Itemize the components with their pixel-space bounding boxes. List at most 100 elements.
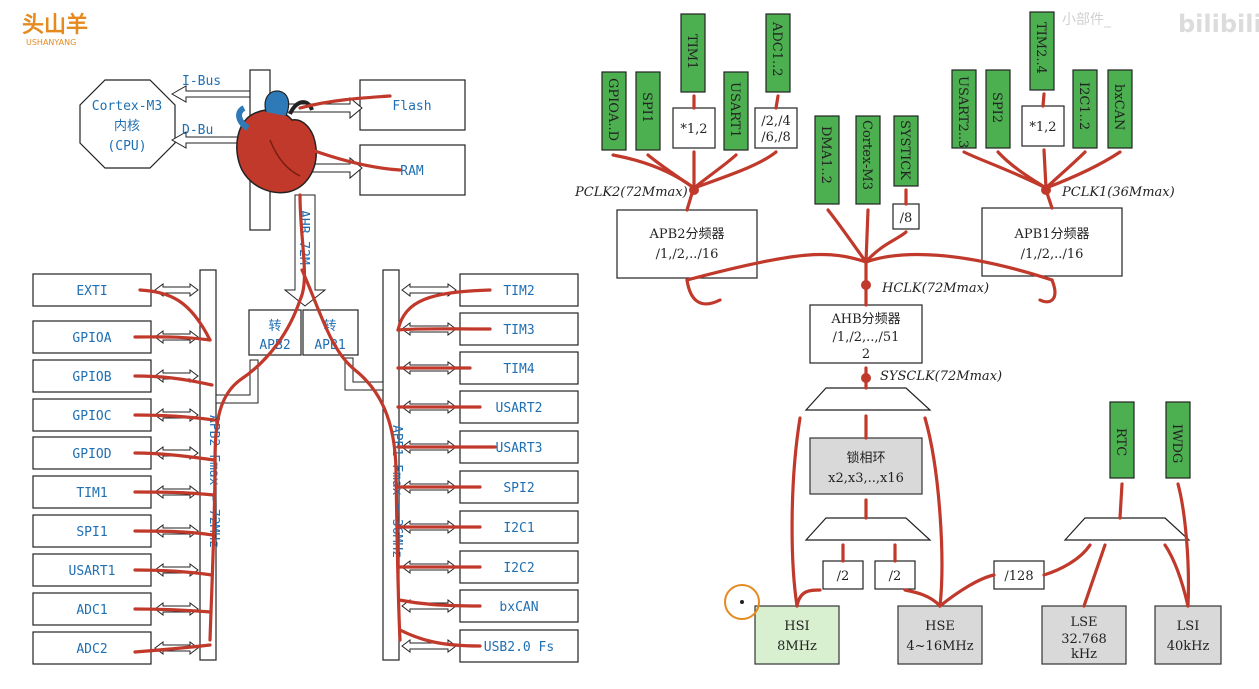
periph-label-gpioc: GPIOC [72, 409, 111, 424]
out-label-usart1: USART1 [727, 82, 742, 138]
out-label-rtc: RTC [1113, 428, 1128, 456]
apb2-link [215, 359, 259, 404]
out-label-cortex: Cortex-M3 [859, 120, 874, 190]
out-label-gpioa-d: GPIOA..D [605, 78, 620, 141]
pll-source-mux [804, 517, 932, 541]
systick-div-label: /8 [900, 211, 913, 226]
periph-box-gpioa [32, 320, 152, 354]
out-label-spi2: SPI2 [989, 92, 1004, 123]
pll-box [809, 437, 923, 495]
adc-div-label-2: /6,/8 [761, 130, 790, 145]
out-label-usart2-3: USART2..3 [955, 76, 970, 148]
adc-div-box [754, 107, 798, 149]
hse-box [897, 605, 983, 665]
periph-label-tim1: TIM1 [76, 486, 107, 501]
periph-label-gpiob: GPIOB [72, 370, 111, 385]
periph-label-bxcan: bxCAN [499, 600, 538, 615]
ram-label: RAM [400, 164, 424, 179]
heart-icon [236, 90, 317, 194]
apb2-mul-label: *1,2 [680, 122, 707, 137]
apb1-divider-vals: /1,/2,../16 [1021, 247, 1084, 262]
apb1-link [344, 357, 384, 391]
hse-name: HSE [925, 619, 955, 634]
apb1-output-group: USART2..3 SPI2 TIM2..4 I2C1..2 bxCAN [951, 11, 1133, 149]
periph-label-usart1: USART1 [69, 564, 116, 579]
flash-label: Flash [392, 99, 431, 114]
apb2-mul-box [672, 107, 716, 149]
out-label-iwdg: IWDG [1169, 424, 1184, 463]
periph-label-exti: EXTI [76, 284, 107, 299]
apb1-bridge-box [302, 309, 359, 356]
hsi-box [754, 605, 840, 665]
apb1-divider-box [981, 207, 1123, 277]
periph-box-usart1 [32, 553, 152, 587]
apb1-mul-label: *1,2 [1029, 120, 1056, 135]
out-gpioa-d [601, 71, 627, 151]
rtc-mux [1063, 517, 1191, 541]
cursor-highlight [724, 584, 760, 620]
periph-box-adc1 [32, 592, 152, 626]
out-systick [893, 115, 919, 187]
left-red-lines [133, 193, 497, 654]
periph-box-spi1 [32, 514, 152, 548]
apb1-bus-bar [382, 269, 400, 661]
apb1-mul-box [1021, 105, 1065, 147]
periph-label-tim2: TIM2 [503, 284, 534, 299]
periph-box-gpioc [32, 398, 152, 432]
out-label-spi1: SPI1 [639, 92, 654, 123]
periph-label-usart3: USART3 [496, 441, 543, 456]
apb1-divider-title: APB1分频器 [1014, 227, 1090, 242]
out-label-i2c1-2: I2C1..2 [1076, 82, 1091, 130]
periph-label-i2c2: I2C2 [503, 561, 534, 576]
apb2-output-group: GPIOA..D SPI1 TIM1 USART1 ADC1..2 [601, 13, 791, 151]
adc-div-label-1: /2,/4 [761, 114, 790, 129]
cpu-core-octagon [79, 79, 176, 169]
lsi-box [1154, 605, 1222, 665]
ram-box [359, 144, 466, 196]
periph-label-i2c1: I2C1 [503, 521, 534, 536]
out-label-dma: DMA1..2 [818, 126, 833, 184]
lse-box [1041, 605, 1127, 665]
out-rtc [1109, 401, 1135, 479]
out-tim2-4 [1029, 11, 1055, 91]
out-usart1 [723, 71, 749, 151]
apb2-peripheral-list: EXTI GPIOA GPIOB GPIOC GPIOD TIM1 SPI1 U… [32, 273, 152, 665]
apb1-bridge-label-2: APB1 [314, 338, 345, 353]
periph-label-spi1: SPI1 [76, 525, 107, 540]
out-label-tim1: TIM1 [684, 34, 699, 69]
periph-box-exti [32, 273, 152, 307]
cpu-label-3: (CPU) [107, 139, 146, 154]
ahb-divider-box [809, 304, 923, 364]
hse-freq: 4~16MHz [906, 639, 973, 654]
logo-subtext: USHANYANG [26, 38, 76, 47]
red-line-ram [310, 148, 402, 172]
periph-box-adc2 [32, 631, 152, 665]
apb2-bridge-label-1: 转 [268, 319, 281, 334]
periph-box-tim4 [459, 351, 579, 385]
hse-div2-label: /2 [889, 569, 902, 584]
out-dma [814, 115, 840, 205]
pclk1-label: PCLK1(36Mmax) [1061, 185, 1175, 200]
pll-title: 锁相环 [846, 450, 885, 466]
lse-unit: kHz [1071, 647, 1097, 662]
apb1-peripheral-list: TIM2 TIM3 TIM4 USART2 USART3 SPI2 I2C1 I… [459, 273, 579, 663]
ahb-divider-vals: /1,/2,..,/51 [833, 330, 900, 345]
out-spi2 [985, 69, 1011, 149]
pll-vals: x2,x3,..,x16 [828, 471, 904, 486]
dbus-label: D-Bu [182, 123, 213, 138]
periph-label-spi2: SPI2 [503, 481, 534, 496]
pclk2-label: PCLK2(72Mmax) [574, 185, 688, 200]
logo-text: 头山羊 [22, 12, 88, 38]
bilibili-watermark: bilibili [1178, 10, 1259, 38]
lsi-freq: 40kHz [1167, 639, 1210, 654]
periph-label-usb: USB2.0 Fs [484, 640, 554, 655]
out-adc1-2 [765, 13, 791, 93]
out-iwdg [1165, 401, 1191, 479]
periph-label-gpiod: GPIOD [72, 447, 111, 462]
out-bxcan [1107, 69, 1133, 149]
watermark-user: 小部件_ [1062, 12, 1112, 28]
periph-box-gpiod [32, 436, 152, 470]
cursor-dot [740, 600, 744, 604]
ibus-label: I-Bus [182, 74, 221, 89]
